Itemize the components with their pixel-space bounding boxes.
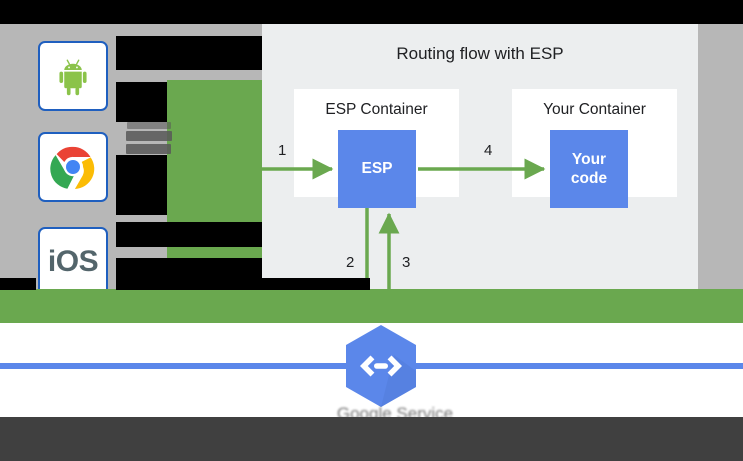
occlusion-strip-c <box>116 155 167 215</box>
your-code-line-2: code <box>570 170 608 187</box>
your-code-node: Your code <box>550 130 628 208</box>
your-container-label: Your Container <box>543 101 646 118</box>
client-card-ios[interactable]: iOS <box>38 227 108 297</box>
arrow-label-4: 4 <box>484 142 493 159</box>
esp-container-label: ESP Container <box>325 101 428 118</box>
occlusion-strip-top <box>0 0 743 24</box>
obscured-text-line-1 <box>127 122 171 129</box>
occlusion-strip-lower-2 <box>0 278 36 290</box>
ios-label: iOS <box>47 245 99 278</box>
google-service-node <box>336 321 426 421</box>
diagram-arrows <box>262 158 546 289</box>
arrow-label-1: 1 <box>278 142 287 159</box>
right-grey-column <box>698 24 743 289</box>
arrow-label-2: 2 <box>346 254 355 271</box>
android-icon <box>59 59 87 96</box>
green-content-block <box>167 80 270 292</box>
bottom-dark-band <box>0 417 743 461</box>
green-band <box>0 289 743 323</box>
occlusion-strip-b <box>116 82 167 122</box>
chrome-icon <box>50 146 95 189</box>
obscured-text-line-2 <box>126 131 172 141</box>
esp-node: ESP <box>338 130 416 208</box>
diagram-title: Routing flow with ESP <box>396 44 564 63</box>
diagram-panel: Routing flow with ESP ESP Container Your… <box>262 24 698 289</box>
your-code-line-1: Your <box>571 150 607 168</box>
client-card-chrome[interactable] <box>38 132 108 202</box>
obscured-text-line-3 <box>126 144 171 154</box>
occlusion-strip-d <box>116 222 270 247</box>
esp-node-label: ESP <box>361 160 393 178</box>
client-card-android[interactable] <box>38 41 108 111</box>
arrow-label-3: 3 <box>402 254 411 271</box>
cloud-endpoints-hexagon-icon <box>346 325 416 407</box>
occlusion-strip-lower-1 <box>116 278 370 290</box>
occlusion-strip-a <box>116 36 270 70</box>
